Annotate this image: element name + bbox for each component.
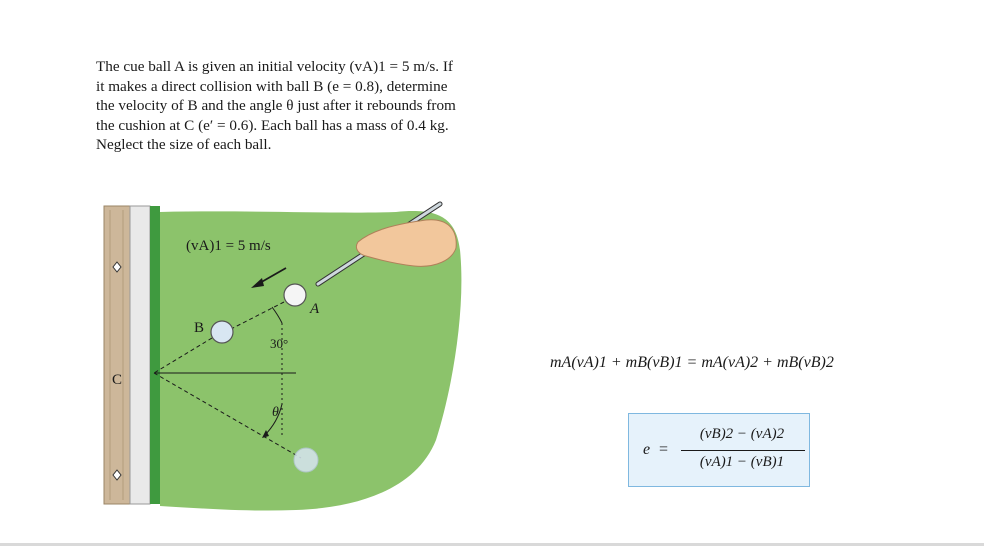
restitution-numerator: (vB)2 − (vA)2	[699, 426, 785, 442]
ball-a-label: A	[309, 301, 320, 317]
cushion-gray	[129, 205, 151, 505]
path-rebound	[153, 372, 302, 459]
restitution-equation-box: e = (vB)2 − (vA)2 (vA)1 − (vB)1	[628, 413, 810, 487]
restitution-denominator: (vA)1 − (vB)1	[699, 454, 785, 470]
problem-line: the velocity of B and the angle θ just a…	[96, 97, 456, 115]
velocity-label: (vA)1 = 5 m/s	[186, 238, 271, 254]
bottom-divider	[0, 543, 984, 546]
problem-statement: The cue ball A is given an initial veloc…	[96, 57, 536, 155]
ball-b-rebound	[293, 447, 319, 473]
path-b-to-cushion	[153, 337, 213, 374]
table-felt	[160, 211, 462, 511]
hand-icon	[355, 219, 457, 267]
cushion-c-label: C	[112, 372, 122, 388]
fraction-bar	[681, 450, 805, 452]
theta-label: θ	[272, 405, 279, 420]
ball-a	[283, 283, 307, 307]
ball-b-label: B	[194, 320, 204, 336]
problem-line: it makes a direct collision with ball B …	[96, 77, 448, 95]
equals-sign: =	[659, 441, 669, 458]
path-a-to-b	[232, 301, 285, 329]
momentum-equation: mA(vA)1 + mB(vB)1 = mA(vA)2 + mB(vB)2	[550, 354, 834, 371]
problem-line: Neglect the size of each ball.	[96, 136, 272, 154]
problem-line: the cushion at C (e′ = 0.6). Each ball h…	[96, 116, 449, 134]
rail-diamond-icon	[112, 261, 122, 273]
restitution-symbol: e	[643, 441, 651, 458]
angle-30-label: 30°	[270, 336, 288, 351]
cushion-green	[150, 206, 160, 504]
ball-b	[210, 320, 234, 344]
billiard-diagram: (vA)1 = 5 m/s A B 30° θ C	[103, 201, 462, 511]
billiard-figure: (vA)1 = 5 m/s A B 30° θ C	[96, 190, 476, 520]
velocity-arrowhead	[251, 278, 264, 288]
problem-line: The cue ball A is given an initial veloc…	[96, 58, 453, 75]
angle-30-arc	[271, 306, 283, 324]
wood-rail	[104, 206, 130, 504]
theta-arrowhead	[262, 430, 269, 438]
rail-diamond-icon	[112, 469, 122, 481]
